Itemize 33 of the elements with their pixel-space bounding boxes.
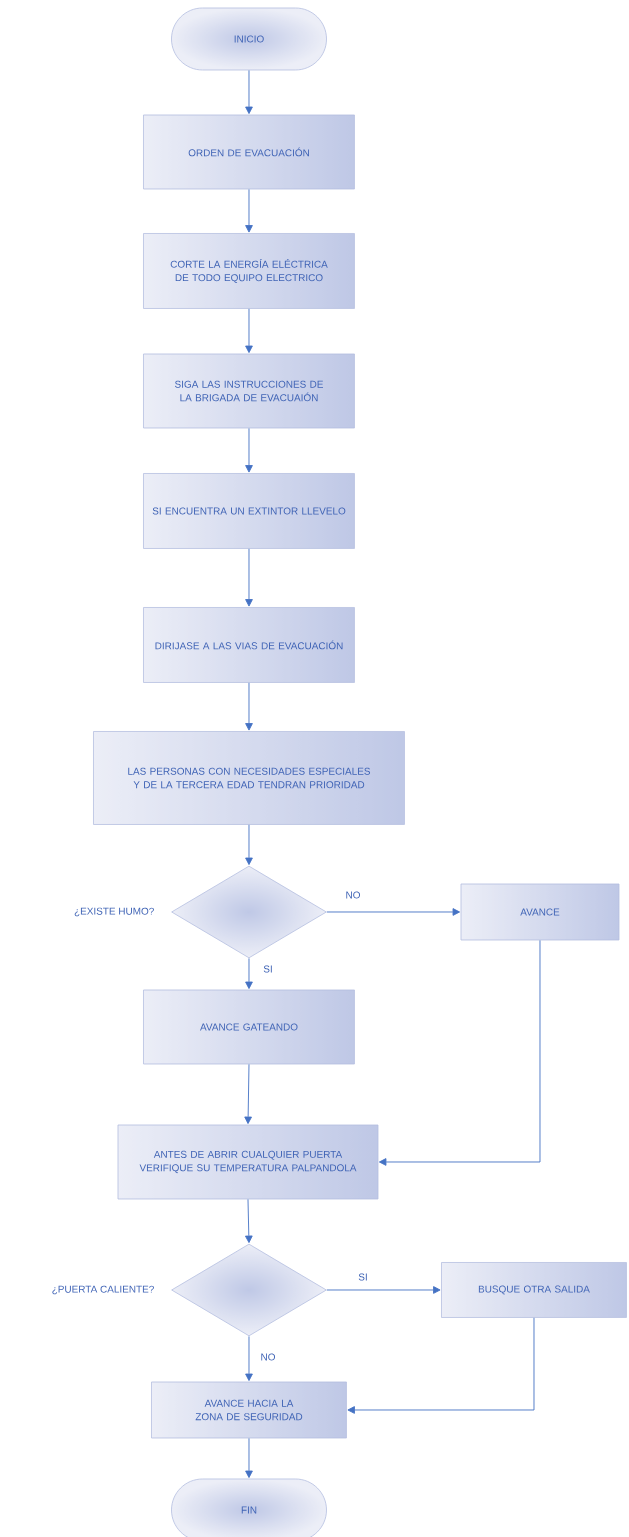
process-box: ORDEN DE EVACUACIÓN	[143, 114, 355, 190]
arrow	[326, 1286, 441, 1294]
process-box: DIRIJASE A LAS VIAS DE EVACUACIÓN	[143, 607, 355, 683]
arrow	[347, 1317, 535, 1414]
arrow	[245, 548, 253, 607]
arrow	[245, 427, 253, 473]
arrow	[245, 1335, 253, 1382]
process-box: SIGA LAS INSTRUCCIONES DE LA BRIGADA DE EVACUAIÓN	[143, 353, 355, 429]
arrow	[326, 908, 461, 916]
process-box: AVANCE HACIA LA ZONA DE SEGURIDAD	[151, 1381, 347, 1439]
arrow	[378, 939, 541, 1166]
arrow	[245, 682, 253, 731]
edge-label: SI	[358, 1273, 367, 1281]
arrow	[245, 824, 253, 866]
process-box: CORTE LA ENERGÍA ELÉCTRICA DE TODO EQUIPO ELECTRICO	[143, 233, 355, 309]
arrow	[245, 188, 253, 233]
arrow	[245, 308, 253, 354]
process-box: AVANCE	[460, 883, 620, 941]
process-box: LAS PERSONAS CON NECESIDADES ESPECIALES Y DE LA TERCERA EDAD TENDRAN PRIORIDAD	[93, 731, 405, 825]
arrow	[245, 1437, 253, 1479]
decision-label: ¿EXISTE HUMO?	[74, 907, 154, 917]
process-box: SI ENCUENTRA UN EXTINTOR LLEVELO	[143, 473, 355, 549]
process-box: ANTES DE ABRIR CUALQUIER PUERTA VERIFIQUE SU TEMPERATURA PALPANDOLA	[117, 1124, 379, 1200]
arrow	[245, 69, 253, 115]
edge-label: SI	[263, 965, 272, 973]
decision-label: ¿PUERTA CALIENTE?	[52, 1285, 154, 1295]
arrow	[245, 957, 253, 990]
arrow	[244, 1063, 252, 1125]
process-box: BUSQUE OTRA SALIDA	[441, 1262, 627, 1318]
process-box: AVANCE GATEANDO	[143, 989, 355, 1065]
arrow	[245, 1198, 253, 1244]
edge-label: NO	[261, 1353, 275, 1361]
edge-label: NO	[346, 891, 360, 899]
